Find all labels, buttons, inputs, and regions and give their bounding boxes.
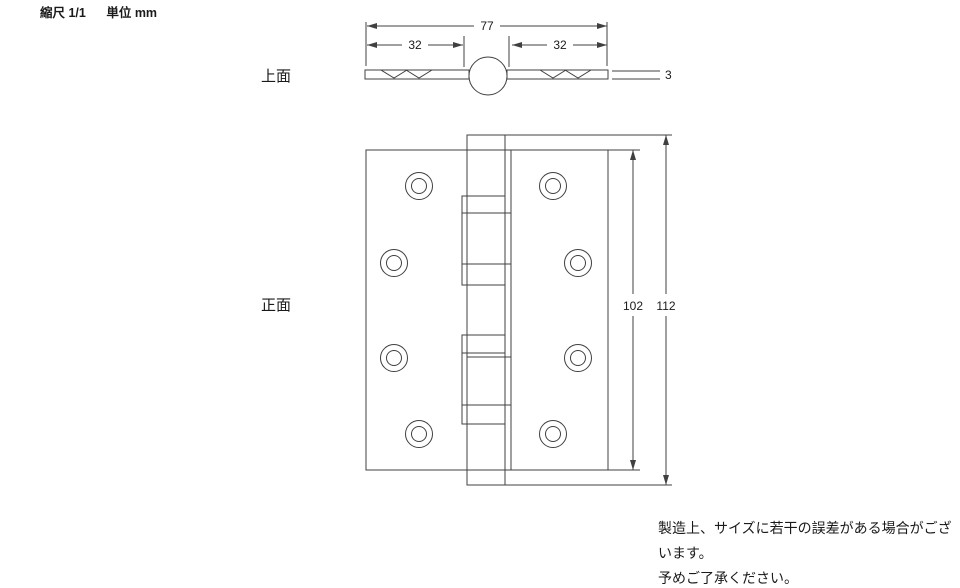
dimension-overall-height — [505, 134, 672, 486]
manufacturing-note: 製造上、サイズに若干の誤差がある場合がございます。 予めご了承ください。 — [658, 516, 960, 588]
countersink-mark — [564, 69, 592, 79]
knuckle-pin-column — [461, 134, 512, 486]
screw-hole — [564, 249, 592, 277]
hole-outer-ring — [564, 344, 592, 372]
dimension-arrowheads — [367, 23, 669, 485]
dim-label-plate-height: 102 — [623, 299, 643, 313]
arrowhead — [630, 150, 636, 160]
front-view — [365, 134, 672, 486]
note-line-1: 製造上、サイズに若干の誤差がある場合がございます。 — [658, 520, 952, 561]
right-leaf-knuckle — [466, 404, 512, 471]
hole-outer-ring — [380, 249, 408, 277]
arrowhead — [597, 42, 607, 48]
hole-inner-ring — [545, 426, 561, 442]
arrowhead — [367, 42, 377, 48]
screw-hole — [405, 172, 433, 200]
top-view-left-plate — [364, 69, 470, 80]
screw-hole — [539, 172, 567, 200]
drawing-linework — [364, 22, 672, 486]
screw-hole — [380, 249, 408, 277]
hole-inner-ring — [570, 350, 586, 366]
countersink-mark — [380, 69, 408, 79]
pin-column — [466, 134, 506, 486]
hole-outer-ring — [405, 420, 433, 448]
left-leaf-plate — [365, 149, 468, 471]
top-view — [364, 22, 660, 96]
arrowhead — [512, 42, 522, 48]
top-view-label: 上面 — [261, 68, 291, 85]
hole-inner-ring — [570, 255, 586, 271]
hole-outer-ring — [380, 344, 408, 372]
left-leaf-knuckle — [461, 195, 506, 286]
dimension-thickness — [612, 70, 660, 80]
arrowhead — [367, 23, 377, 29]
left-leaf-knuckle — [461, 334, 506, 425]
dim-label-left-leaf: 32 — [408, 38, 422, 52]
countersink-mark — [405, 69, 433, 79]
dim-label-total-width: 77 — [480, 19, 494, 33]
top-view-right-plate — [506, 69, 609, 80]
hole-inner-ring — [545, 178, 561, 194]
unit-label: 単位 mm — [106, 6, 158, 20]
screw-hole — [405, 420, 433, 448]
hole-outer-ring — [564, 249, 592, 277]
dimension-plate-height — [608, 149, 640, 471]
arrowhead — [663, 475, 669, 485]
arrowhead — [663, 135, 669, 145]
screw-hole — [564, 344, 592, 372]
hole-inner-ring — [411, 426, 427, 442]
hole-inner-ring — [411, 178, 427, 194]
arrowhead — [630, 460, 636, 470]
drawing-header: 縮尺 1/1 単位 mm — [40, 2, 157, 21]
screw-hole — [539, 420, 567, 448]
hole-outer-ring — [405, 172, 433, 200]
hole-inner-ring — [386, 255, 402, 271]
front-view-label: 正面 — [261, 297, 291, 314]
hole-outer-ring — [539, 172, 567, 200]
dim-label-thickness: 3 — [665, 68, 672, 82]
dim-label-overall-height: 112 — [656, 299, 675, 313]
drawing-labels: 上面 正面 77 32 32 3 102 112 — [261, 19, 676, 314]
note-line-2: 予めご了承ください。 — [658, 570, 798, 586]
dim-label-right-leaf: 32 — [553, 38, 567, 52]
right-leaf-knuckle — [466, 263, 512, 358]
countersink-mark — [539, 69, 567, 79]
screw-hole — [380, 344, 408, 372]
arrowhead — [597, 23, 607, 29]
hole-inner-ring — [386, 350, 402, 366]
knuckle-barrel-circle — [468, 56, 508, 96]
hole-outer-ring — [539, 420, 567, 448]
scale-label: 縮尺 1/1 — [40, 6, 86, 20]
right-leaf-knuckle — [466, 149, 512, 214]
arrowhead — [453, 42, 463, 48]
